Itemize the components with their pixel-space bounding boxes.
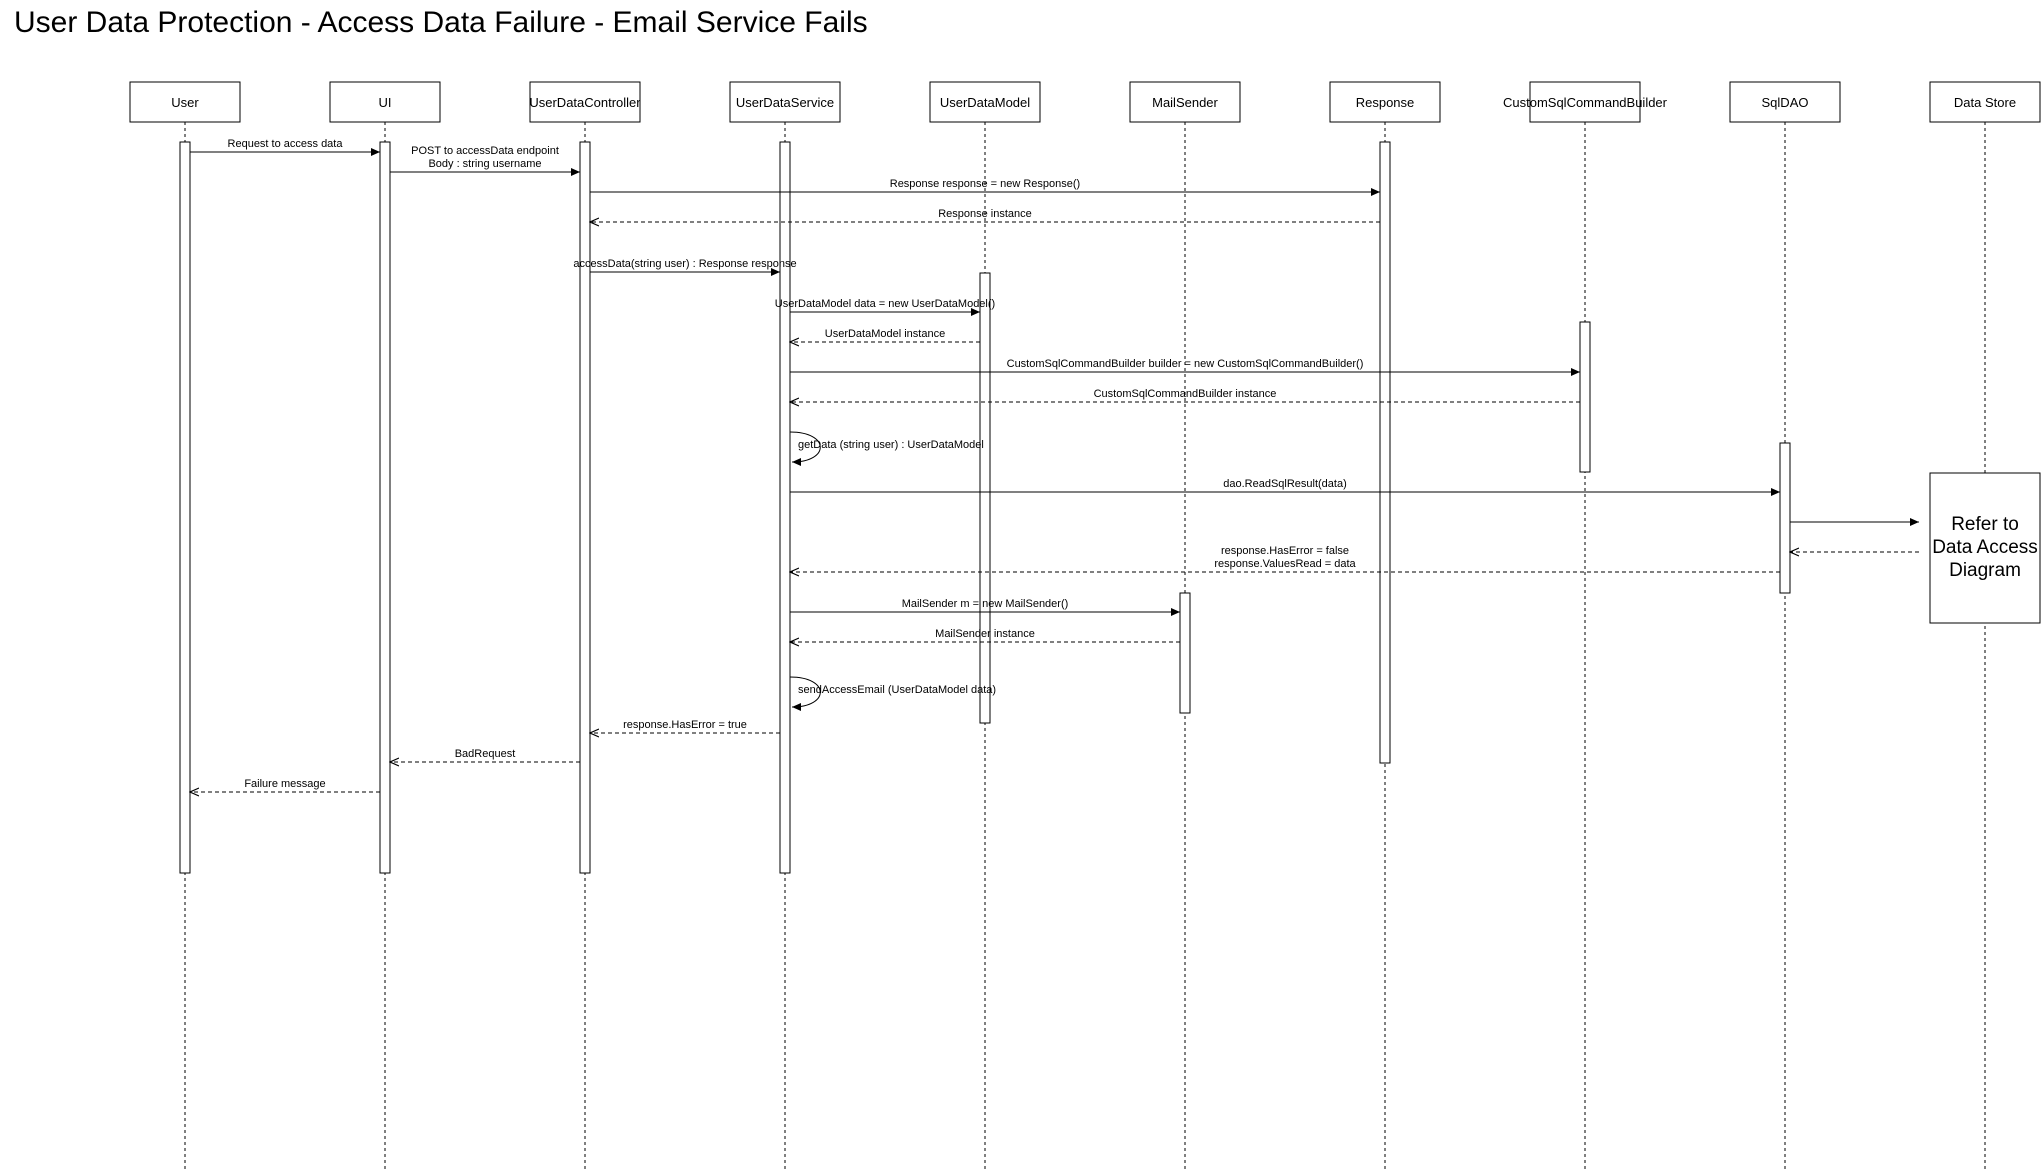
message-label: UserDataModel instance xyxy=(825,328,945,340)
message-label: BadRequest xyxy=(455,748,516,760)
message-label: accessData(string user) : Response respo… xyxy=(573,258,796,270)
activation-bar-controller xyxy=(579,141,591,874)
activation-bar-mailsender xyxy=(1179,592,1191,714)
message-8: CustomSqlCommandBuilder builder = new Cu… xyxy=(790,358,1580,376)
participant-mailsender[interactable]: MailSender xyxy=(1129,81,1241,123)
participant-builder[interactable]: CustomSqlCommandBuilder xyxy=(1503,81,1668,123)
participant-label: MailSender xyxy=(1152,95,1218,110)
message-11: dao.ReadSqlResult(data) xyxy=(790,478,1780,496)
message-label: UserDataModel data = new UserDataModel() xyxy=(775,298,995,310)
participant-label: UserDataModel xyxy=(940,95,1030,110)
message-label: Response instance xyxy=(938,208,1032,220)
self-call-arrow xyxy=(789,431,821,466)
message-4: Response instance xyxy=(590,208,1380,222)
activation-bar-service xyxy=(779,141,791,874)
participant-datastore[interactable]: Data Store xyxy=(1929,81,2041,123)
participant-label: UserDataController xyxy=(529,95,641,110)
activation-bar-builder xyxy=(1579,321,1591,473)
participant-controller[interactable]: UserDataController xyxy=(529,81,641,123)
participant-box xyxy=(1529,81,1641,123)
message-16: MailSender instance xyxy=(790,628,1180,642)
participant-response[interactable]: Response xyxy=(1329,81,1441,123)
participant-box xyxy=(1129,81,1241,123)
message-6: UserDataModel data = new UserDataModel() xyxy=(775,298,995,316)
message-19: BadRequest xyxy=(390,748,580,762)
message-9: CustomSqlCommandBuilder instance xyxy=(790,388,1580,402)
participant-box xyxy=(1929,81,2041,123)
message-label: CustomSqlCommandBuilder instance xyxy=(1094,388,1277,400)
participant-box xyxy=(329,81,441,123)
activation-bar-user xyxy=(179,141,191,874)
message-1: Request to access data xyxy=(190,138,380,156)
message-label: dao.ReadSqlResult(data) xyxy=(1223,478,1347,490)
message-label: Request to access data xyxy=(228,138,344,150)
participant-label: UI xyxy=(379,95,392,110)
note-line: Refer to xyxy=(1951,514,2019,535)
participant-box xyxy=(1329,81,1441,123)
message-5: accessData(string user) : Response respo… xyxy=(573,258,797,276)
message-label: response.HasError = true xyxy=(623,719,747,731)
participant-label: CustomSqlCommandBuilder xyxy=(1503,95,1668,110)
activation-bar-response xyxy=(1379,141,1391,764)
participant-service[interactable]: UserDataService xyxy=(729,81,841,123)
message-label: Failure message xyxy=(244,778,325,790)
participant-label: UserDataService xyxy=(736,95,834,110)
diagram-title: User Data Protection - Access Data Failu… xyxy=(14,6,868,39)
message-7: UserDataModel instance xyxy=(790,328,980,342)
message-15: MailSender m = new MailSender() xyxy=(790,598,1180,616)
participant-box xyxy=(929,81,1041,123)
message-label: response.HasError = false xyxy=(1221,545,1349,557)
participant-ui[interactable]: UI xyxy=(329,81,441,123)
message-label: sendAccessEmail (UserDataModel data) xyxy=(798,684,996,696)
participant-user[interactable]: User xyxy=(129,81,241,123)
note-line: Data Access xyxy=(1932,537,2038,558)
message-label: MailSender instance xyxy=(935,628,1035,640)
message-label: Body : string username xyxy=(428,158,541,170)
participant-box xyxy=(529,81,641,123)
participant-model[interactable]: UserDataModel xyxy=(929,81,1041,123)
participant-label: User xyxy=(171,95,199,110)
activation-bar-ui xyxy=(379,141,391,874)
message-label: getData (string user) : UserDataModel xyxy=(798,439,984,451)
participant-label: SqlDAO xyxy=(1762,95,1809,110)
participant-label: Data Store xyxy=(1954,95,2016,110)
self-call-arrow xyxy=(789,676,821,711)
participant-box xyxy=(729,81,841,123)
note-box xyxy=(1929,472,2041,624)
message-label: CustomSqlCommandBuilder builder = new Cu… xyxy=(1007,358,1364,370)
participant-box xyxy=(129,81,241,123)
message-20: Failure message xyxy=(190,778,380,792)
activation-bar-model xyxy=(979,272,991,724)
message-17: sendAccessEmail (UserDataModel data) xyxy=(789,676,996,711)
message-3: Response response = new Response() xyxy=(590,178,1380,196)
participant-label: Response xyxy=(1356,95,1415,110)
message-label: response.ValuesRead = data xyxy=(1214,558,1356,570)
participant-sqldao[interactable]: SqlDAO xyxy=(1729,81,1841,123)
note-line: Diagram xyxy=(1949,560,2021,581)
message-label: MailSender m = new MailSender() xyxy=(902,598,1069,610)
participant-box xyxy=(1729,81,1841,123)
message-18: response.HasError = true xyxy=(590,719,780,733)
message-14: response.HasError = falseresponse.Values… xyxy=(790,545,1780,572)
message-label: Response response = new Response() xyxy=(890,178,1080,190)
message-10: getData (string user) : UserDataModel xyxy=(789,431,984,466)
message-label: POST to accessData endpoint xyxy=(411,145,559,157)
activation-bar-sqldao xyxy=(1779,442,1791,594)
